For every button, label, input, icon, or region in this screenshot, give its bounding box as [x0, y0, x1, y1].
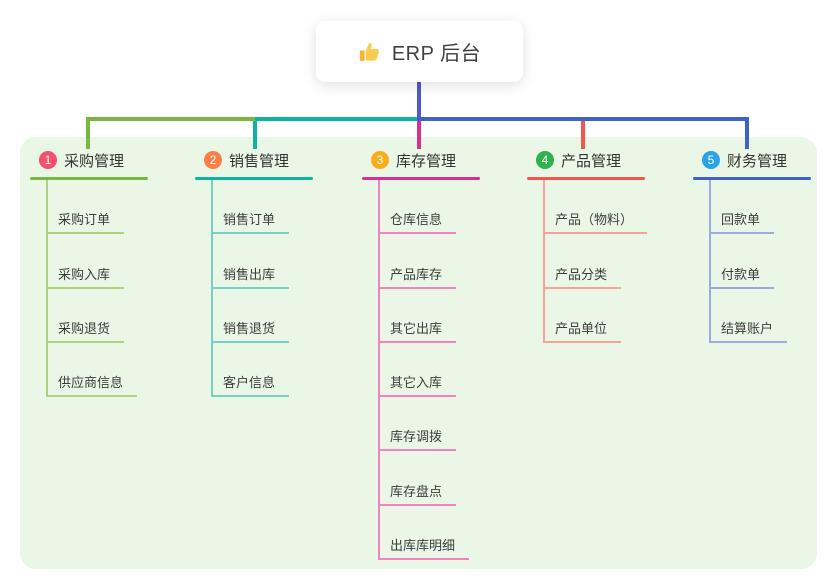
- branch-node-product[interactable]: 4 产品管理: [527, 149, 645, 171]
- child-row: 销售退货: [211, 289, 313, 343]
- child-node[interactable]: 产品分类: [543, 264, 622, 289]
- child-node[interactable]: 结算账户: [709, 318, 788, 343]
- root-node[interactable]: ERP 后台: [316, 21, 523, 82]
- branch1-drop-line: [86, 117, 90, 149]
- branch-column-1: 1 采购管理 采购订单 采购入库 采购退货 供应商信息: [30, 149, 148, 398]
- branch-label: 产品管理: [561, 152, 622, 170]
- child-node[interactable]: 回款单: [709, 209, 775, 235]
- branch-underline: [693, 177, 811, 180]
- branch-column-3: 3 库存管理 仓库信息 产品库存 其它出库 其它入库 库存调拨 库存盘点 出库库…: [362, 149, 480, 561]
- branch-column-5: 5 财务管理 回款单 付款单 结算账户: [693, 149, 811, 343]
- child-row: 仓库信息: [378, 180, 480, 235]
- child-row: 销售出库: [211, 234, 313, 289]
- rail-segment-green: [86, 117, 257, 121]
- child-row: 采购退货: [46, 289, 148, 343]
- child-node[interactable]: 库存盘点: [378, 481, 457, 506]
- child-row: 出库库明细: [378, 506, 480, 561]
- child-connector-line: [543, 180, 545, 343]
- child-node[interactable]: 销售出库: [211, 264, 290, 289]
- rail-segment-teal: [255, 117, 421, 121]
- branch-number-badge: 3: [371, 151, 389, 169]
- child-row: 其它出库: [378, 289, 480, 343]
- child-node[interactable]: 供应商信息: [46, 372, 138, 398]
- child-row: 库存调拨: [378, 397, 480, 452]
- child-node[interactable]: 其它入库: [378, 372, 457, 398]
- branch3-drop-line: [417, 117, 421, 149]
- child-node[interactable]: 付款单: [709, 264, 775, 289]
- child-connector-line: [709, 180, 711, 343]
- branch-children: 销售订单 销售出库 销售退货 客户信息: [211, 180, 313, 398]
- child-row: 销售订单: [211, 180, 313, 235]
- child-node[interactable]: 客户信息: [211, 372, 290, 398]
- child-row: 客户信息: [211, 343, 313, 398]
- branch2-drop-line: [253, 117, 257, 149]
- child-row: 采购入库: [46, 234, 148, 289]
- branch-children: 采购订单 采购入库 采购退货 供应商信息: [46, 180, 148, 398]
- branch-children: 产品（物料） 产品分类 产品单位: [543, 180, 648, 343]
- branch-label: 采购管理: [64, 152, 125, 170]
- root-connector-line: [417, 80, 421, 121]
- child-node[interactable]: 产品库存: [378, 264, 457, 289]
- child-node[interactable]: 出库库明细: [378, 535, 470, 561]
- branch-number-badge: 1: [39, 151, 57, 169]
- branches-panel: [20, 137, 817, 569]
- child-node[interactable]: 库存调拨: [378, 426, 457, 452]
- branch-label: 库存管理: [396, 152, 457, 170]
- branch-children: 仓库信息 产品库存 其它出库 其它入库 库存调拨 库存盘点 出库库明细: [378, 180, 480, 561]
- child-row: 付款单: [709, 234, 811, 289]
- branch-node-inventory[interactable]: 3 库存管理: [362, 149, 480, 171]
- branch4-drop-line: [581, 117, 585, 149]
- child-node[interactable]: 产品单位: [543, 318, 622, 343]
- branch-node-sales[interactable]: 2 销售管理: [195, 149, 313, 171]
- child-connector-line: [46, 180, 48, 398]
- child-row: 其它入库: [378, 343, 480, 398]
- branch-node-purchase[interactable]: 1 采购管理: [30, 149, 148, 171]
- branch-label: 销售管理: [229, 152, 290, 170]
- branch5-drop-line: [745, 117, 749, 149]
- child-row: 产品分类: [543, 234, 645, 289]
- child-node[interactable]: 采购退货: [46, 318, 125, 343]
- child-node[interactable]: 销售订单: [211, 209, 290, 235]
- child-node[interactable]: 产品（物料）: [543, 209, 648, 235]
- root-title: ERP 后台: [391, 43, 482, 65]
- child-row: 产品库存: [378, 234, 480, 289]
- child-connector-line: [211, 180, 213, 398]
- child-row: 回款单: [709, 180, 811, 235]
- child-node[interactable]: 采购入库: [46, 264, 125, 289]
- child-node[interactable]: 其它出库: [378, 318, 457, 343]
- child-row: 库存盘点: [378, 451, 480, 506]
- branch-column-4: 4 产品管理 产品（物料） 产品分类 产品单位: [527, 149, 648, 343]
- branch-underline: [195, 177, 313, 180]
- child-row: 产品单位: [543, 289, 645, 343]
- rail-segment-blue: [419, 117, 749, 121]
- child-connector-line: [378, 180, 380, 561]
- thumbs-up-icon: [359, 42, 379, 61]
- child-row: 产品（物料）: [543, 180, 648, 235]
- branch-number-badge: 5: [702, 151, 720, 169]
- child-node[interactable]: 采购订单: [46, 209, 125, 235]
- child-node[interactable]: 仓库信息: [378, 209, 457, 235]
- child-row: 采购订单: [46, 180, 148, 235]
- branch-underline: [362, 177, 480, 180]
- branch-label: 财务管理: [727, 152, 788, 170]
- branch-node-finance[interactable]: 5 财务管理: [693, 149, 811, 171]
- child-row: 结算账户: [709, 289, 811, 343]
- branch-number-badge: 2: [204, 151, 222, 169]
- branch-number-badge: 4: [536, 151, 554, 169]
- child-row: 供应商信息: [46, 343, 148, 398]
- child-node[interactable]: 销售退货: [211, 318, 290, 343]
- branch-column-2: 2 销售管理 销售订单 销售出库 销售退货 客户信息: [195, 149, 313, 398]
- branch-underline: [527, 177, 645, 180]
- branch-underline: [30, 177, 148, 180]
- branch-children: 回款单 付款单 结算账户: [709, 180, 811, 343]
